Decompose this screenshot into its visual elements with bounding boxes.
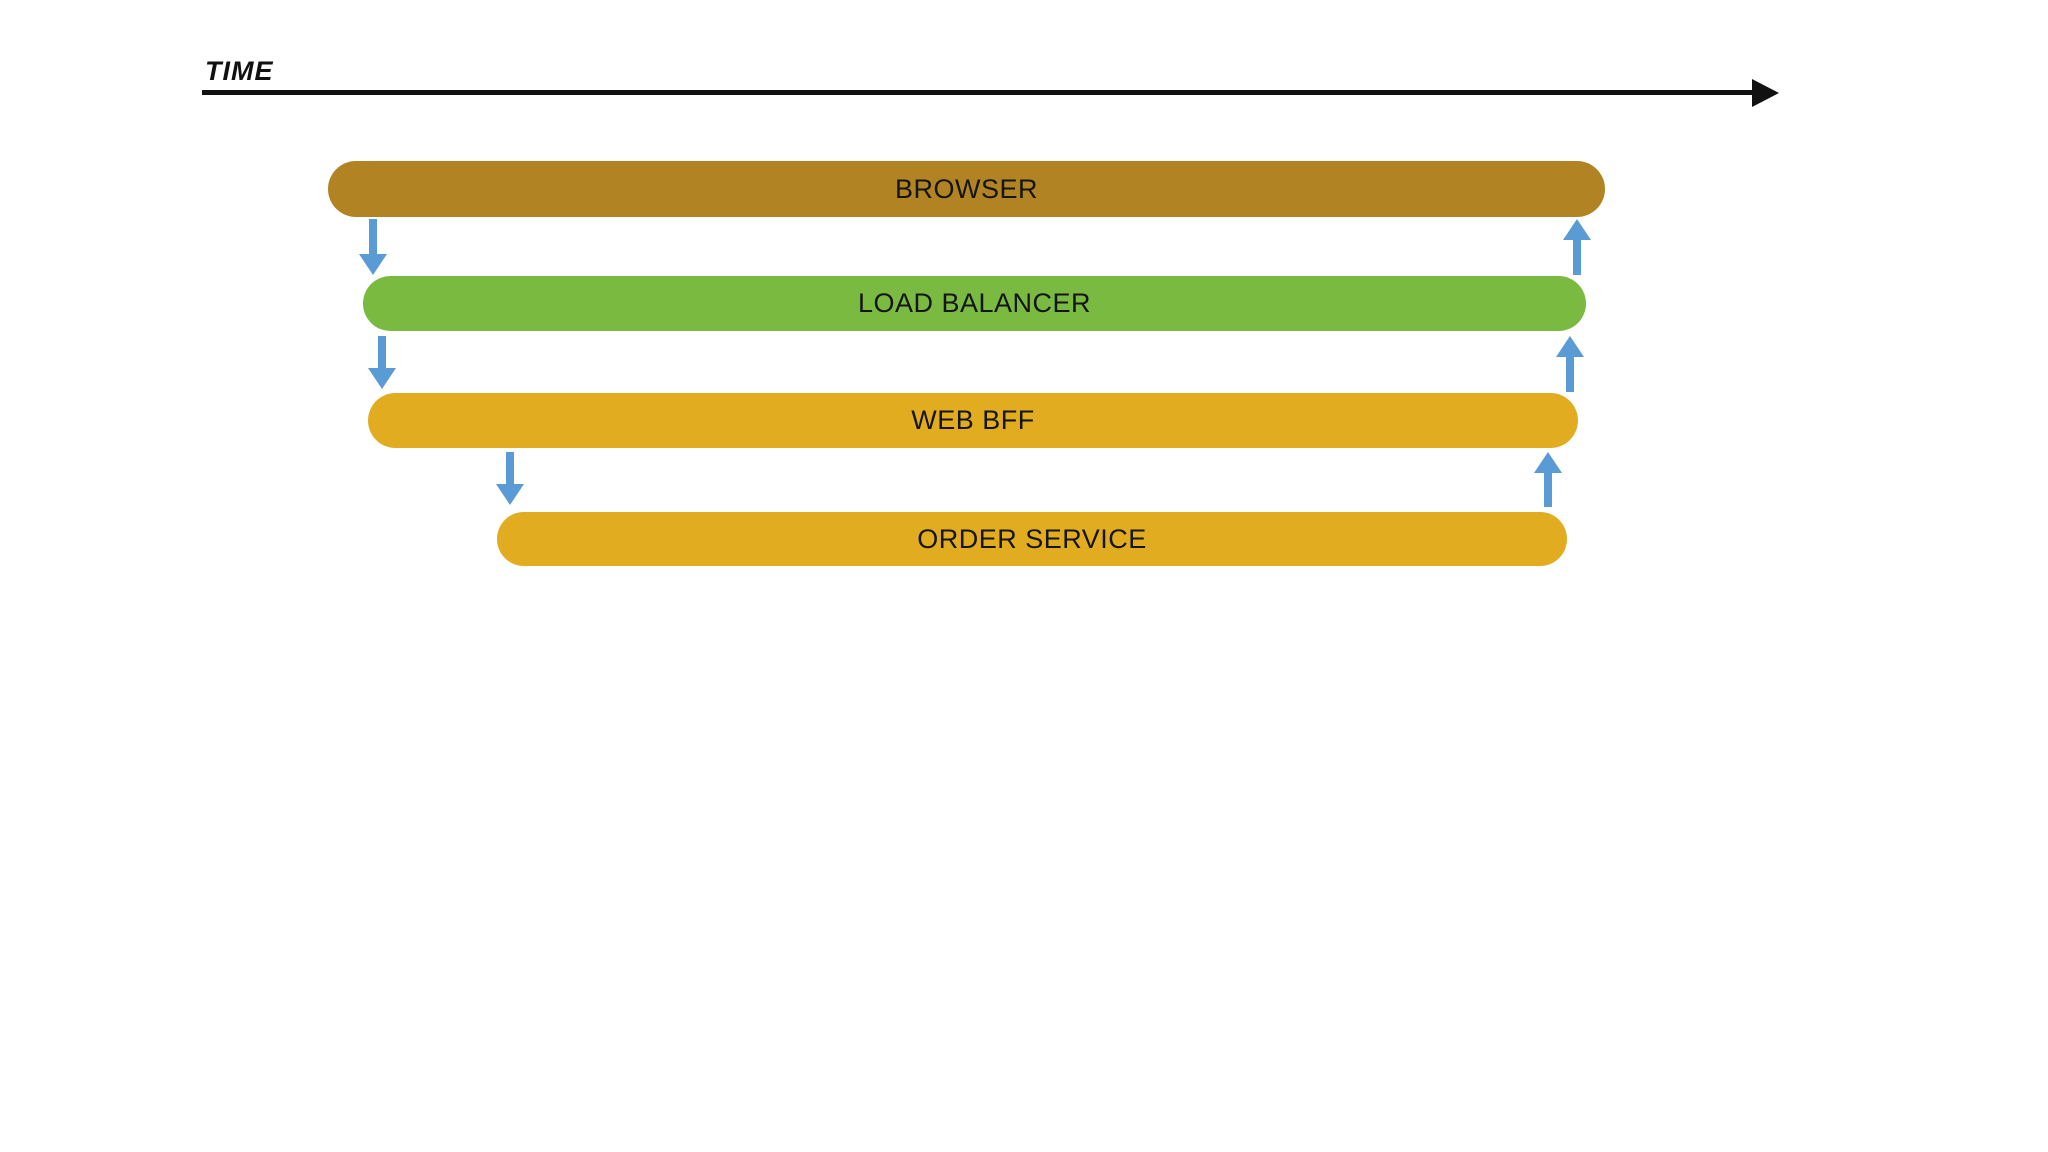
arrow-stem (1566, 357, 1574, 392)
lane-order-service: ORDER SERVICE (497, 512, 1567, 566)
request-arrow-web-bff-to-order-service-icon (496, 452, 524, 505)
lane-load-balancer: LOAD BALANCER (363, 276, 1586, 331)
arrow-stem (378, 336, 386, 368)
request-arrow-load-balancer-to-web-bff-icon (368, 336, 396, 389)
arrow-head-down-icon (359, 254, 387, 275)
arrow-head-up-icon (1534, 452, 1562, 473)
time-axis-label: TIME (205, 56, 274, 86)
arrow-head-down-icon (496, 484, 524, 505)
arrow-stem (506, 452, 514, 484)
time-axis-line (202, 90, 1758, 95)
arrow-stem (369, 219, 377, 254)
lane-web-bff-label: WEB BFF (911, 405, 1035, 435)
lane-order-service-label: ORDER SERVICE (917, 523, 1147, 554)
response-arrow-web-bff-to-load-balancer-icon (1556, 336, 1584, 392)
arrow-head-down-icon (368, 368, 396, 389)
arrow-head-up-icon (1556, 336, 1584, 357)
response-arrow-load-balancer-to-browser-icon (1563, 219, 1591, 275)
lane-load-balancer-label: LOAD BALANCER (857, 288, 1092, 318)
request-arrow-browser-to-load-balancer-icon (359, 219, 387, 275)
lane-web-bff: WEB BFF (368, 393, 1578, 448)
lane-browser-label: BROWSER (894, 173, 1038, 204)
lane-browser: BROWSER (328, 161, 1605, 217)
arrow-head-up-icon (1563, 219, 1591, 240)
arrow-stem (1544, 473, 1552, 507)
arrow-stem (1573, 240, 1581, 275)
time-axis-arrowhead-icon (1752, 79, 1779, 107)
response-arrow-order-service-to-web-bff-icon (1534, 452, 1562, 507)
